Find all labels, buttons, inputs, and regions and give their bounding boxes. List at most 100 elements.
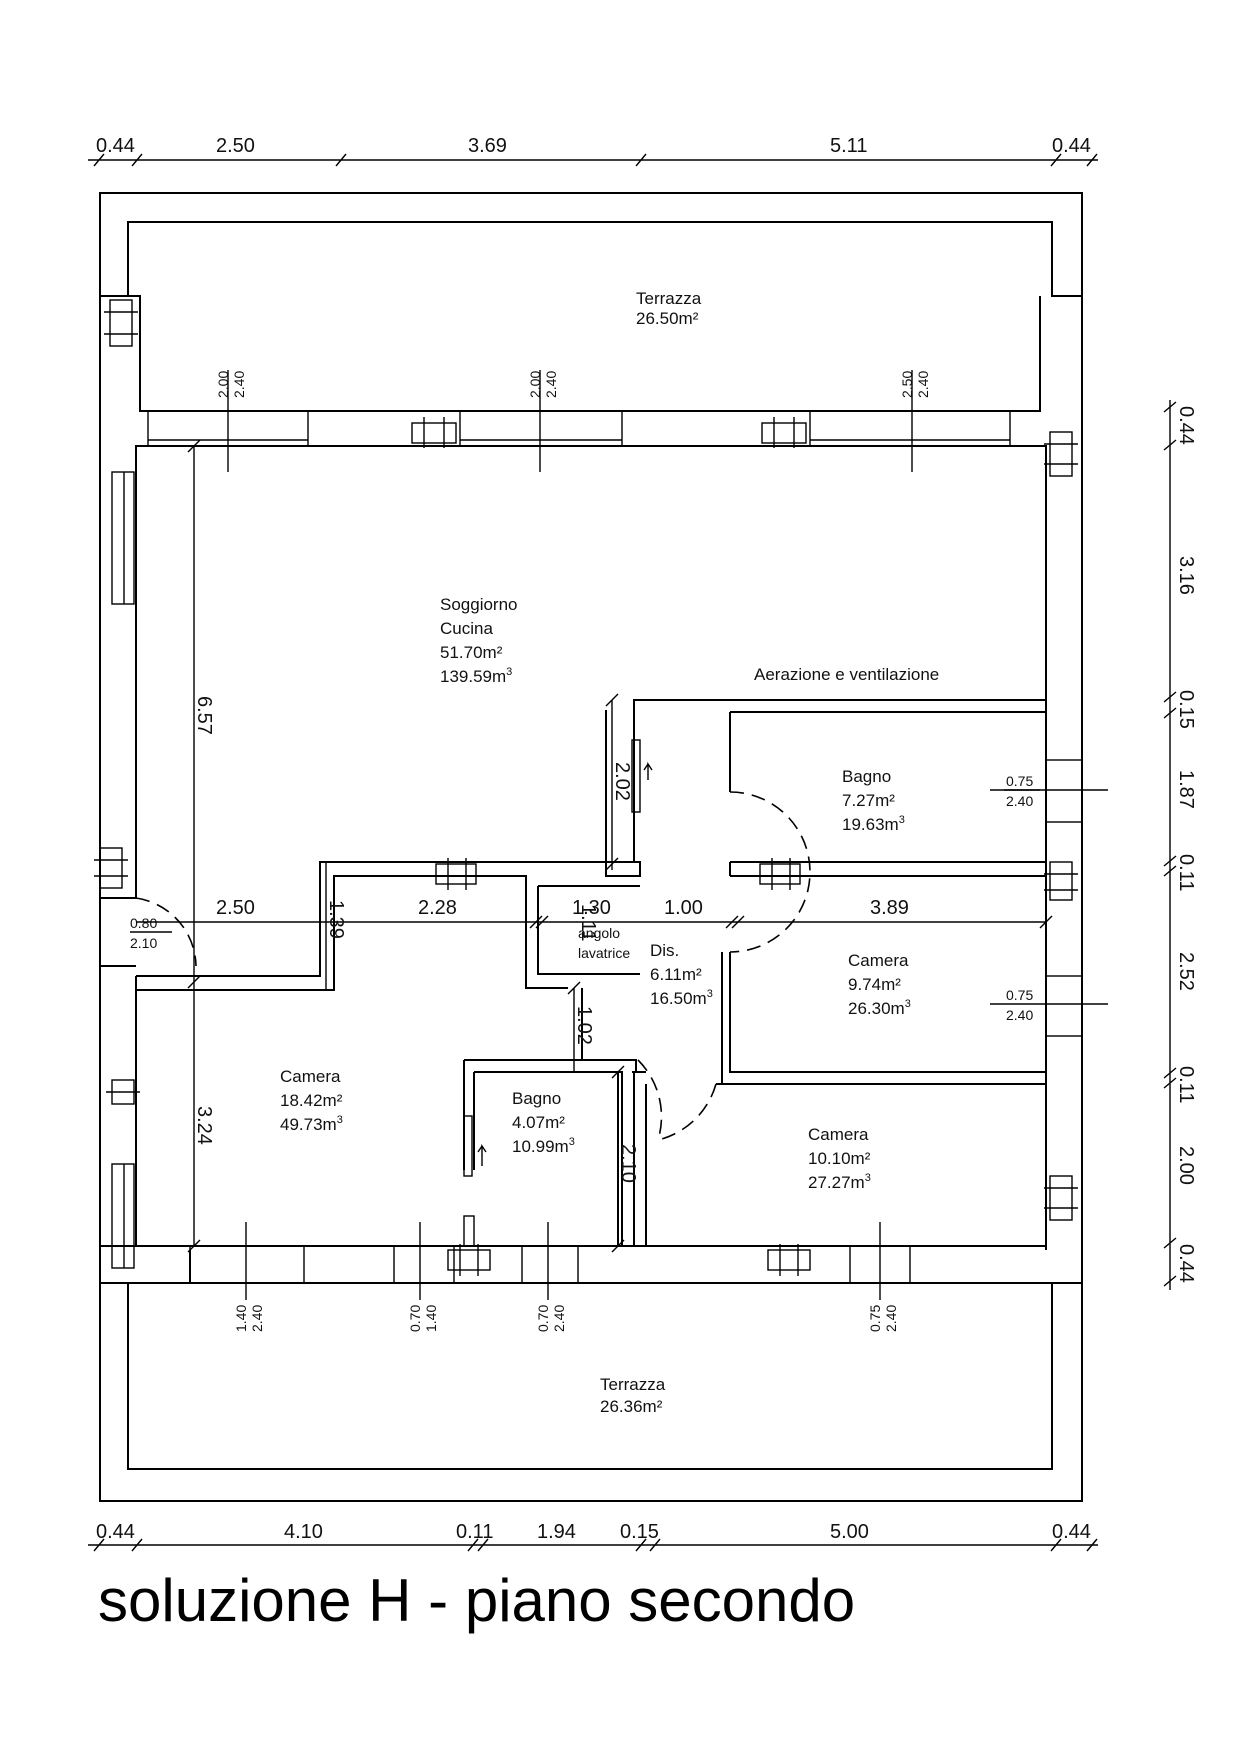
room-area: 26.36m² [600,1397,663,1416]
dim-right-7: 2.00 [1175,1146,1197,1185]
dim-right-3: 1.87 [1175,770,1197,809]
room-name: Terrazza [636,289,702,308]
dim-228: 2.28 [418,897,457,919]
dim-657: 6.57 [193,696,215,735]
dim-top-4: 0.44 [1052,135,1091,157]
dim-right-2: 0.15 [1175,690,1197,729]
opening-top3-a: 2.50 [899,371,915,398]
room-name: Bagno [842,767,891,786]
opening-right1-a: 0.75 [1006,773,1033,789]
dim-250: 2.50 [216,897,255,919]
opening-bot1-b: 2.40 [249,1305,265,1332]
dim-right-6: 0.11 [1175,1066,1197,1103]
dim-right-0: 0.44 [1175,406,1197,445]
room-bagno-2: Bagno 4.07m² 10.99m3 [512,1089,575,1156]
inner-dimension-lines [136,439,1053,1253]
dim-202: 2.02 [611,762,633,801]
dim-bottom-3: 1.94 [537,1521,576,1543]
dim-324: 3.24 [193,1106,215,1145]
angolo-lavatrice: angolo lavatrice [578,925,630,961]
opening-bot4-b: 2.40 [883,1305,899,1332]
opening-bot2-b: 1.40 [423,1305,439,1332]
doors [135,739,811,1177]
opening-door-left-a: 0.80 [130,915,157,931]
room-terrazza-top: Terrazza 26.50m² [636,289,702,328]
dim-top-2: 3.69 [468,135,507,157]
room-bagno-1: Bagno 7.27m² 19.63m3 [842,767,905,834]
room-volume: 10.99m3 [512,1136,575,1156]
opening-top2-a: 2.00 [527,371,543,398]
room-camera-3: Camera 10.10m² 27.27m3 [808,1125,871,1192]
dim-bottom-1: 4.10 [284,1521,323,1543]
radiators [94,299,1078,1276]
room-area: 26.50m² [636,309,699,328]
dim-top-0: 0.44 [96,135,135,157]
room-name: Dis. [650,941,679,960]
dim-139: 1.39 [325,900,347,939]
room-area: 9.74m² [848,975,901,994]
dim-102: 1.02 [573,1006,595,1045]
dim-top-1: 2.50 [216,135,255,157]
opening-top1-b: 2.40 [231,371,247,398]
dim-right-4: 0.11 [1175,854,1197,891]
dim-111: 1.11 [577,904,599,941]
room-camera-1: Camera 9.74m² 26.30m3 [848,951,911,1018]
right-dimension-line: 0.44 3.16 0.15 1.87 0.11 2.52 0.11 2.00 … [1163,400,1197,1290]
dim-210: 2.10 [617,1144,639,1183]
room-name: Bagno [512,1089,561,1108]
room-volume: 16.50m3 [650,988,713,1008]
room-area: 10.10m² [808,1149,871,1168]
dim-bottom-2: 0.11 [456,1521,493,1543]
room-name-2: Cucina [440,619,493,638]
dim-100: 1.00 [664,897,703,919]
opening-top1-a: 2.00 [215,371,231,398]
room-volume: 26.30m3 [848,998,911,1018]
opening-bot3-b: 2.40 [551,1305,567,1332]
room-name: Camera [808,1125,869,1144]
angolo-line-1: angolo [578,925,620,941]
aerazione-label: Aerazione e ventilazione [754,665,939,684]
opening-bot2-a: 0.70 [407,1305,423,1332]
page-title: soluzione H - piano secondo [98,1567,855,1634]
opening-top2-b: 2.40 [543,371,559,398]
dim-right-8: 0.44 [1175,1244,1197,1283]
room-name: Terrazza [600,1375,666,1394]
room-volume: 19.63m3 [842,814,905,834]
room-area: 7.27m² [842,791,895,810]
angolo-line-2: lavatrice [578,945,630,961]
bottom-dimension-line: 0.44 4.10 0.11 1.94 0.15 5.00 0.44 [88,1521,1098,1552]
dim-bottom-5: 5.00 [830,1521,869,1543]
room-volume: 27.27m3 [808,1172,871,1192]
room-dis: Dis. 6.11m² 16.50m3 [650,941,713,1008]
room-volume: 49.73m3 [280,1114,343,1134]
opening-right2-b: 2.40 [1006,1007,1033,1023]
opening-bot4-a: 0.75 [867,1305,883,1332]
opening-bot3-a: 0.70 [535,1305,551,1332]
opening-bot1-a: 1.40 [233,1305,249,1332]
opening-door-left-b: 2.10 [130,935,157,951]
room-name: Camera [848,951,909,970]
opening-right1-b: 2.40 [1006,793,1033,809]
dim-right-1: 3.16 [1175,556,1197,595]
room-terrazza-bottom: Terrazza 26.36m² [600,1375,666,1416]
room-area: 18.42m² [280,1091,343,1110]
room-area: 51.70m² [440,643,503,662]
dim-389: 3.89 [870,897,909,919]
windows [111,410,1083,1284]
dim-bottom-6: 0.44 [1052,1521,1091,1543]
opening-right2-a: 0.75 [1006,987,1033,1003]
room-camera-2: Camera 18.42m² 49.73m3 [280,1067,343,1134]
dim-right-5: 2.52 [1175,952,1197,991]
opening-markers [130,370,1108,1300]
room-area: 4.07m² [512,1113,565,1132]
opening-top3-b: 2.40 [915,371,931,398]
top-dimension-line: 0.44 2.50 3.69 5.11 0.44 [88,135,1098,167]
dim-top-3: 5.11 [830,135,867,157]
room-area: 6.11m² [650,965,702,984]
dim-bottom-4: 0.15 [620,1521,659,1543]
interior-walls [99,296,1083,1501]
dim-bottom-0: 0.44 [96,1521,135,1543]
dim-130: 1.30 [572,897,611,919]
room-soggiorno: Soggiorno Cucina 51.70m² 139.59m3 [440,595,518,686]
